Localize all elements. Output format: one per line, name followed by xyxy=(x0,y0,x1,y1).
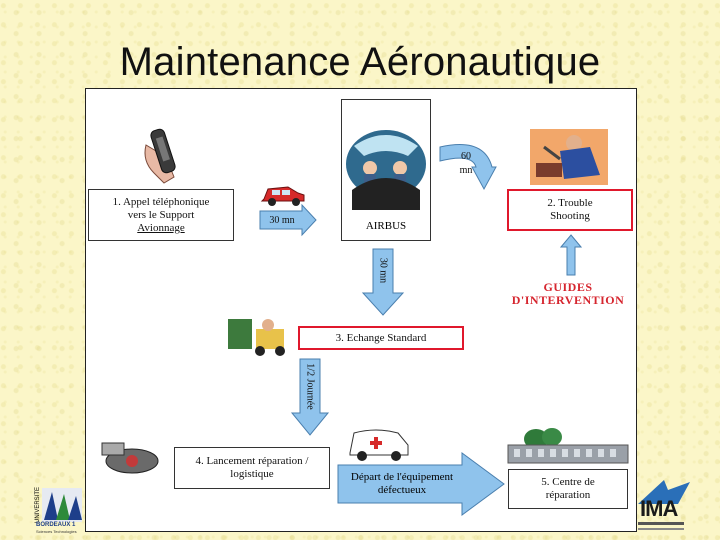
university-logo: UNIVERSITE BORDEAUX 1 Sciences Technolog… xyxy=(34,486,88,536)
step5-line1: 5. Centre de xyxy=(541,476,595,488)
university-logo-vertical: UNIVERSITE xyxy=(35,486,42,524)
arrow3-label: 30 mn xyxy=(377,257,389,284)
step5-box: 5. Centre de réparation xyxy=(508,469,628,509)
slide-title: Maintenance Aéronautique xyxy=(119,40,601,84)
ambulance-icon xyxy=(349,429,409,461)
guides-line2: D'INTERVENTION xyxy=(511,293,625,307)
step5-line2: réparation xyxy=(545,489,591,501)
phone-call-illustration xyxy=(144,128,176,184)
airbus-label: AIRBUS xyxy=(365,220,407,232)
ima-emblem-icon xyxy=(638,480,690,504)
guides-line1: GUIDES xyxy=(543,280,593,294)
technician-repair-illustration xyxy=(530,129,608,185)
university-logo-sub: Sciences Technologies xyxy=(36,529,77,534)
step4-box: 4. Lancement réparation / logistique xyxy=(174,447,330,489)
ima-logo-name: IMA xyxy=(640,496,678,521)
depart-line2: défectueux xyxy=(377,484,427,496)
university-logo-name: BORDEAUX 1 xyxy=(36,522,76,528)
step1-box: 1. Appel téléphonique vers le Support Av… xyxy=(88,189,234,241)
arrow2-label-a: 60 xyxy=(461,151,471,162)
arrow-30mn-down xyxy=(361,248,405,316)
computer-equipment-illustration xyxy=(101,442,159,474)
depart-line1: Départ de l'équipement xyxy=(350,471,454,483)
cockpit-illustration xyxy=(346,130,426,210)
airbus-box: AIRBUS xyxy=(341,99,431,241)
step2-box: 2. Trouble Shooting xyxy=(507,189,633,231)
ima-logo: IMA xyxy=(634,480,692,538)
arrow1-label: 30 mn xyxy=(269,215,295,226)
depart-label: Départ de l'équipement défectueux xyxy=(342,471,462,497)
forklift-worker-illustration xyxy=(228,319,285,356)
arrow-60mn-curved xyxy=(439,144,497,191)
step4-line2: logistique xyxy=(230,468,274,480)
repair-center-building xyxy=(507,428,629,464)
ima-logo-bar2 xyxy=(638,528,684,530)
arrow-halfday-down xyxy=(290,358,330,436)
guides-text: GUIDES D'INTERVENTION xyxy=(498,281,638,307)
car-icon xyxy=(260,186,305,206)
step1-line3: Avionnage xyxy=(137,221,185,234)
arrow-depart-right xyxy=(337,452,505,516)
step4-line1: 4. Lancement réparation / xyxy=(195,455,309,467)
step3-box: 3. Echange Standard xyxy=(298,326,464,350)
university-emblem-icon xyxy=(42,488,82,522)
step1-line1: 1. Appel téléphonique xyxy=(112,195,210,208)
ima-logo-bar xyxy=(638,522,684,525)
step3-label: 3. Echange Standard xyxy=(335,331,427,344)
arrow2-label-b: mn xyxy=(459,165,473,176)
step1-line2: vers le Support xyxy=(127,208,195,221)
arrow4-label: 1/2 Journée xyxy=(304,363,316,410)
arrow-up-to-step2 xyxy=(560,234,582,276)
diagram-panel: 1. Appel téléphonique vers le Support Av… xyxy=(85,88,637,532)
step2-line2: Shooting xyxy=(550,210,590,222)
step2-line1: 2. Trouble xyxy=(547,197,593,209)
arrow-30mn-right xyxy=(259,203,317,237)
